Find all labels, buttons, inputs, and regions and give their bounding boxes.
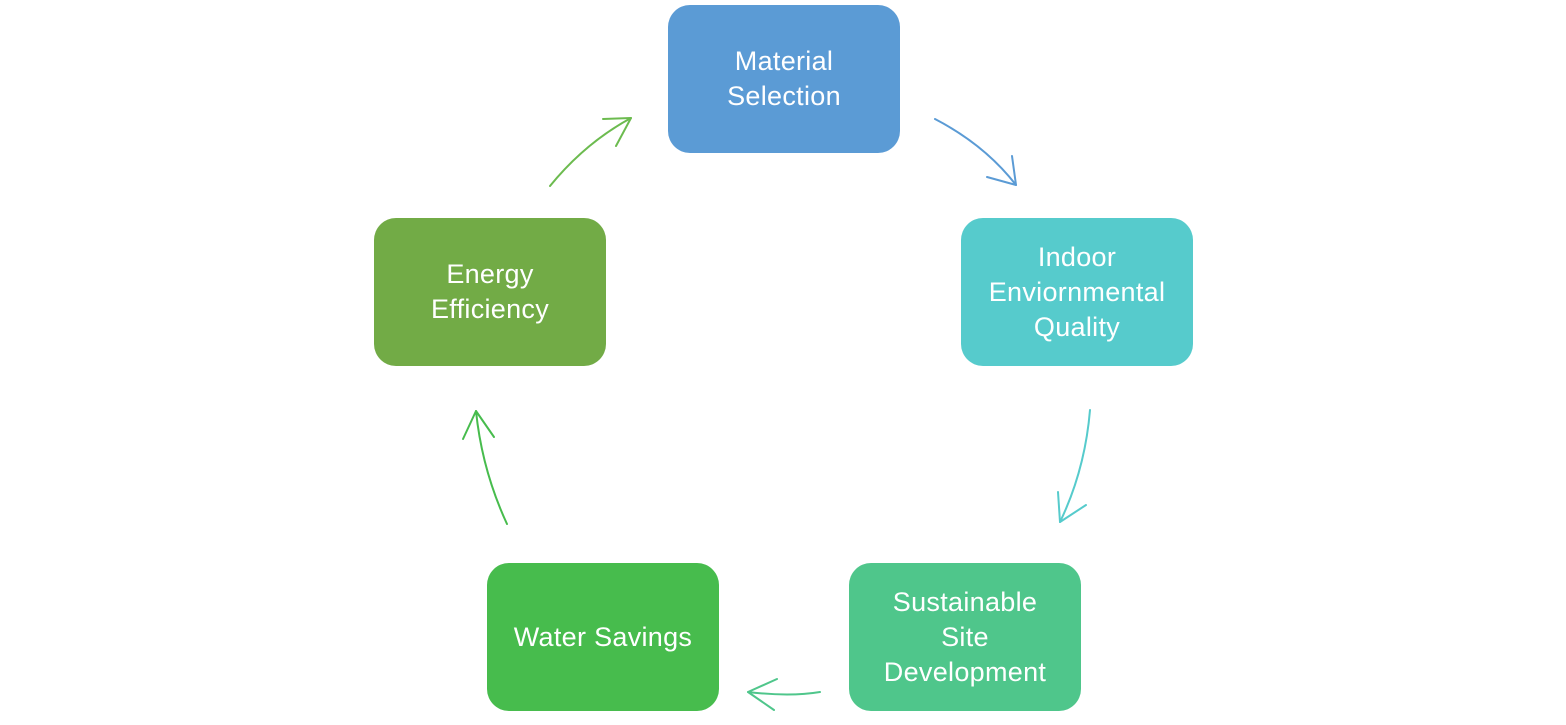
node-energy-efficiency: Energy Efficiency — [374, 218, 606, 366]
node-material-selection: Material Selection — [668, 5, 900, 153]
node-label: Water Savings — [513, 621, 693, 652]
node-label: Indoor Enviornmental Quality — [988, 241, 1166, 342]
node-sustainable-site-development: Sustainable Site Development — [849, 563, 1081, 711]
node-label: Energy Efficiency — [430, 259, 550, 324]
node-label: Material Selection — [727, 46, 841, 111]
node-indoor-environmental-quality: Indoor Enviornmental Quality — [961, 218, 1193, 366]
arrow-indoor-to-site — [1057, 409, 1091, 523]
arrow-site-to-water — [747, 678, 821, 711]
node-label: Sustainable Site Development — [883, 586, 1047, 687]
arrow-material-to-indoor — [934, 118, 1017, 186]
node-water-savings: Water Savings — [487, 563, 719, 711]
arrow-water-to-energy — [462, 410, 508, 525]
arrow-energy-to-material — [549, 117, 632, 187]
